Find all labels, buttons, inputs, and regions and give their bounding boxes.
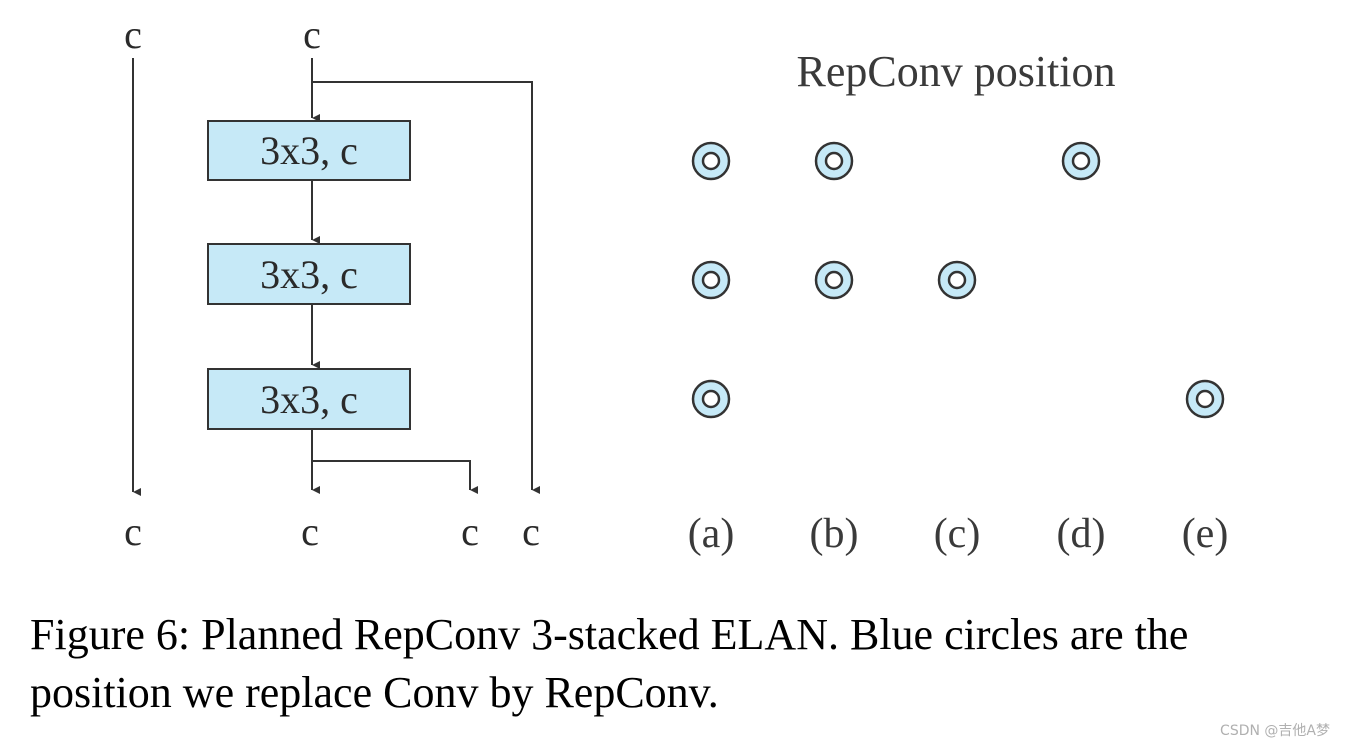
conv-block-2-label: 3x3, c (260, 252, 358, 297)
repconv-marker-row1-a (691, 141, 731, 181)
output-label-3: c (461, 509, 479, 554)
repconv-marker-row2-c (937, 260, 977, 300)
conv-block-2 (207, 243, 411, 305)
position-grid (691, 141, 1225, 419)
input-label-left: c (124, 12, 142, 57)
column-label-a: (a) (688, 511, 735, 557)
output-label-1: c (124, 509, 142, 554)
repconv-marker-row3-e (1185, 379, 1225, 419)
panel-title: RepConv position (796, 47, 1115, 96)
column-label-d: (d) (1057, 511, 1106, 557)
repconv-marker-row1-d (1061, 141, 1101, 181)
column-label-e: (e) (1182, 511, 1229, 557)
column-label-b: (b) (810, 511, 859, 557)
figure-caption: Figure 6: Planned RepConv 3-stacked ELAN… (30, 610, 1189, 717)
repconv-marker-row1-b (814, 141, 854, 181)
column-label-c: (c) (934, 511, 981, 557)
repconv-marker-row3-a (691, 379, 731, 419)
repconv-position-panel: RepConv position (a) (b) (c) (d) (e) (688, 47, 1229, 557)
conv-block-1-label: 3x3, c (260, 128, 358, 173)
conv-block-3 (207, 368, 411, 430)
output-label-2: c (301, 509, 319, 554)
repconv-marker-row2-a (691, 260, 731, 300)
arrow-out-branch (312, 460, 478, 494)
input-label-main: c (303, 12, 321, 57)
conv-block-1 (207, 120, 411, 181)
skip-line-right (312, 81, 540, 494)
output-label-4: c (522, 509, 540, 554)
watermark: CSDN @吉他A梦 (1220, 723, 1330, 739)
elan-diagram: c c 3x3, c 3x3, c 3x3, c c c c c (124, 12, 540, 554)
repconv-marker-row2-b (814, 260, 854, 300)
conv-block-3-label: 3x3, c (260, 377, 358, 422)
